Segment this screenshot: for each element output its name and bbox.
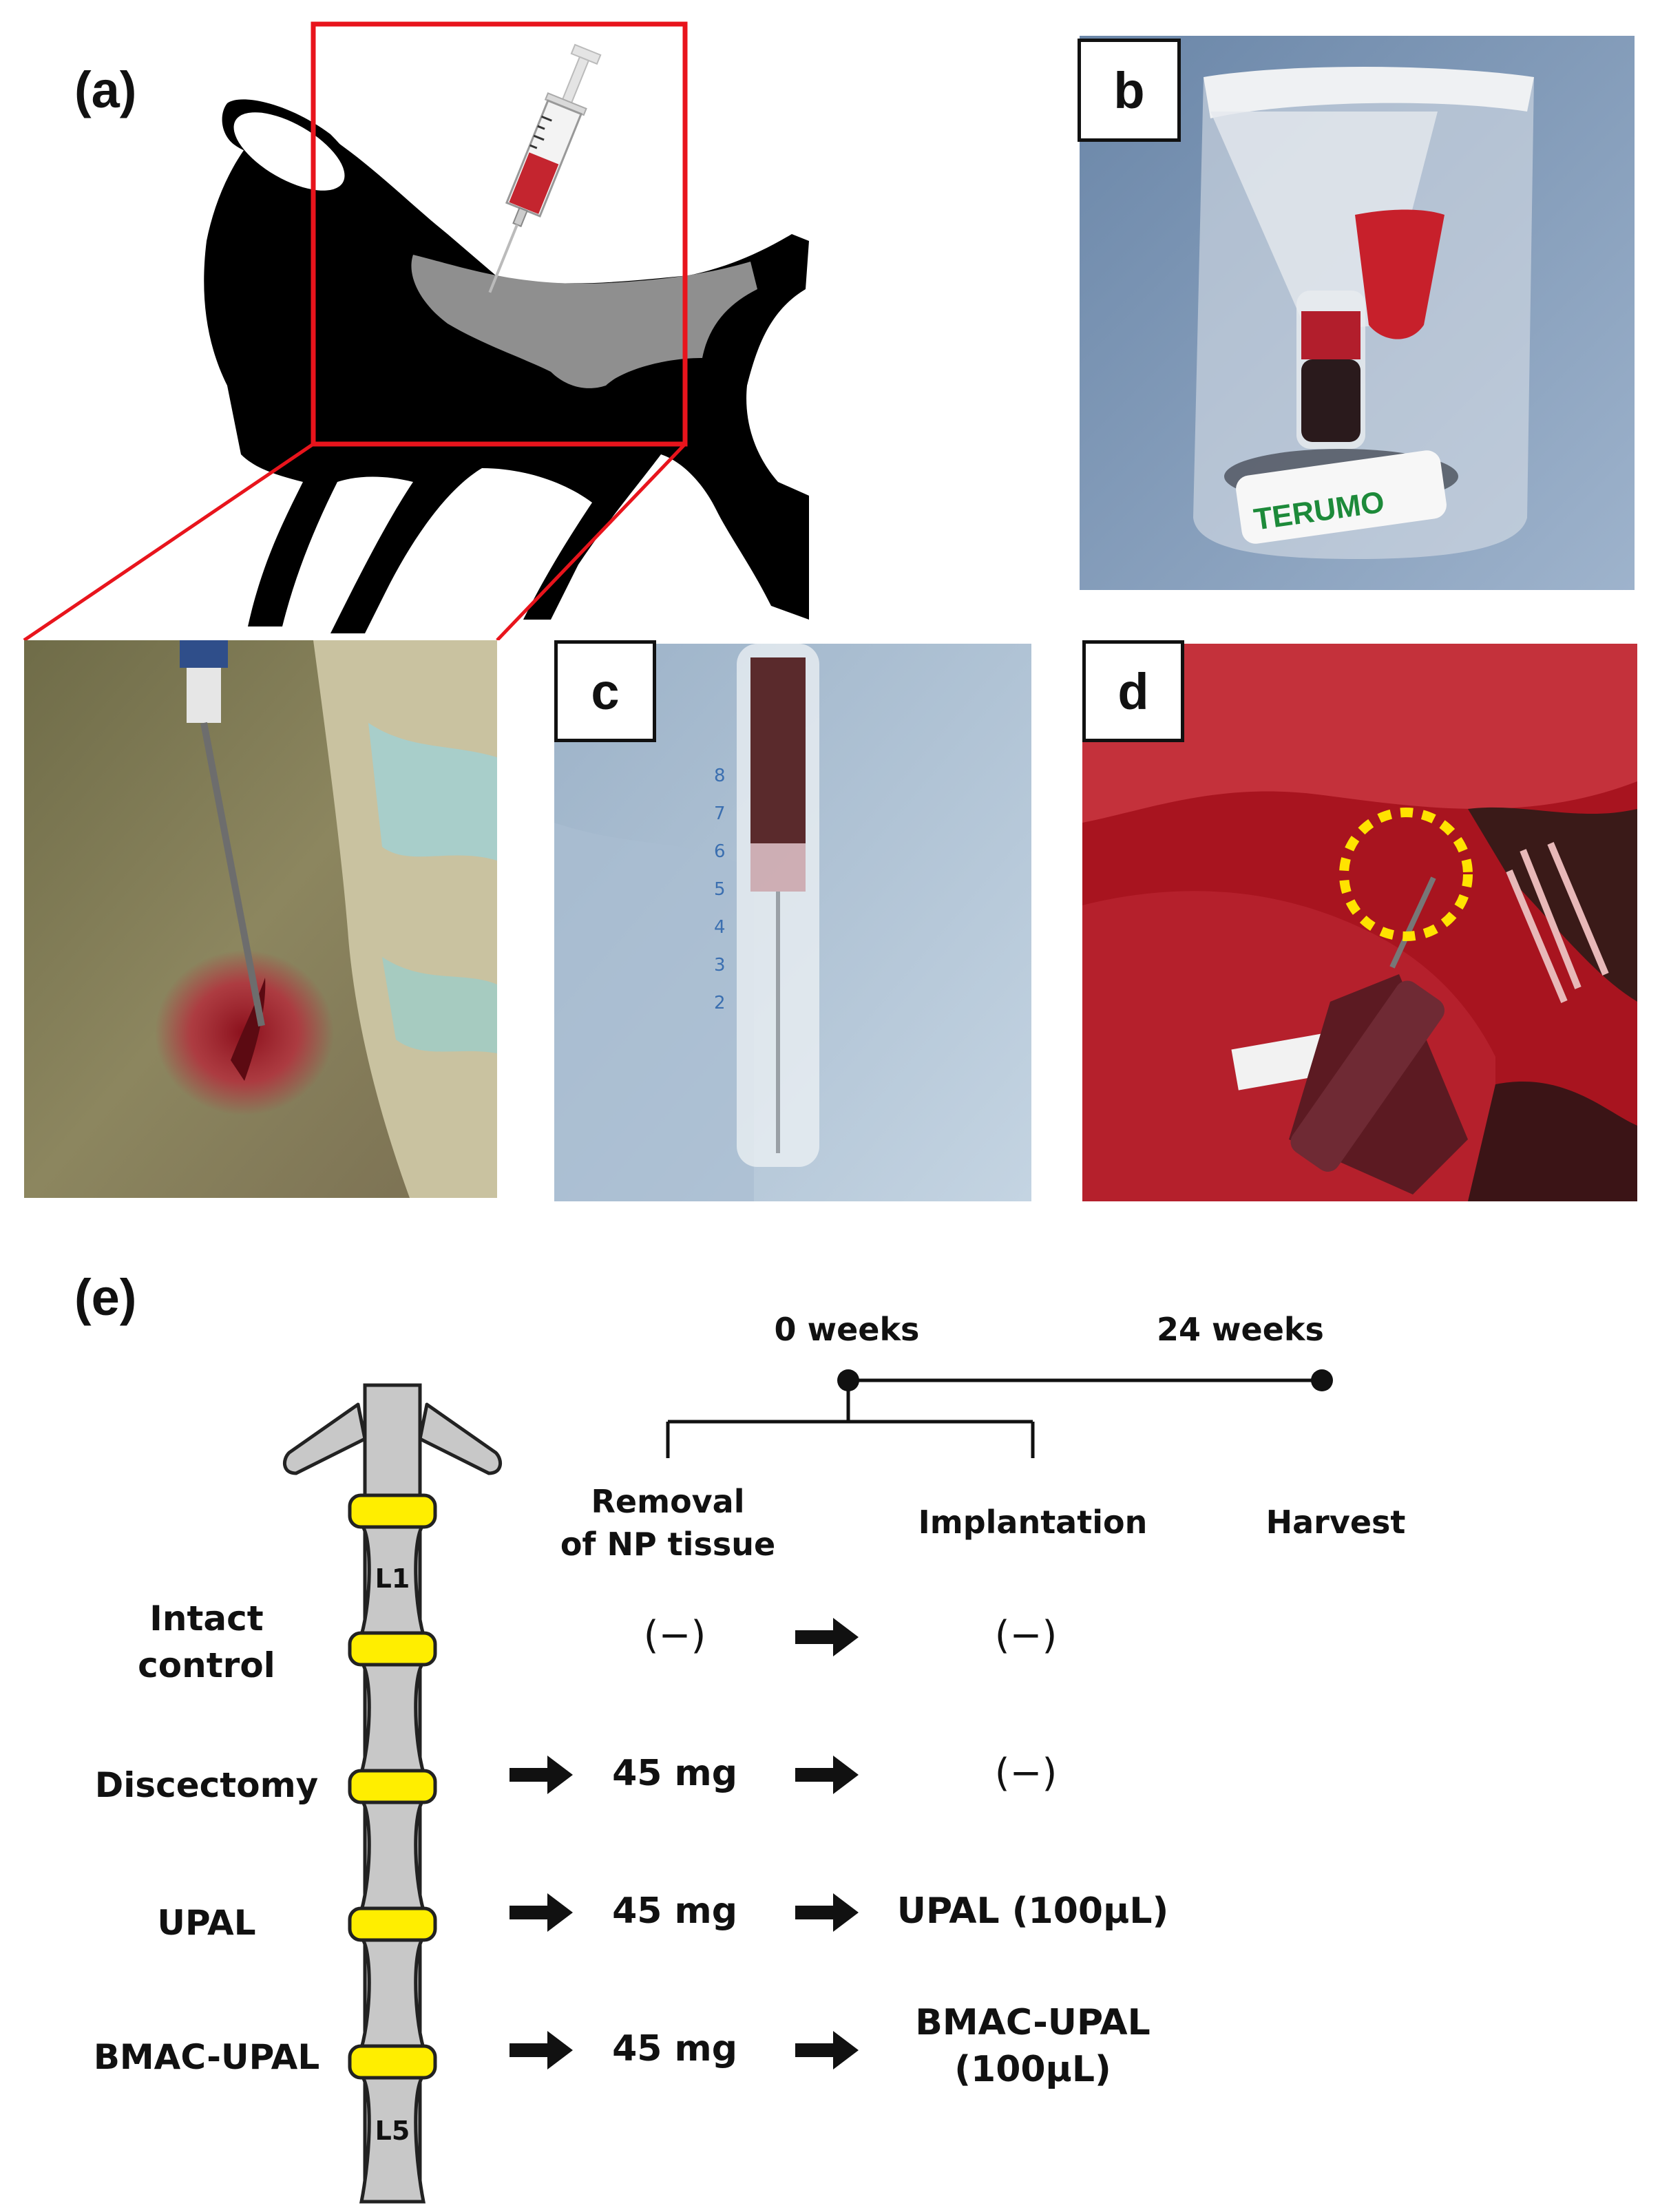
highlight-box [311,21,688,447]
spine-top-label: L1 [375,1563,410,1594]
disc-1 [348,1493,437,1529]
timeline-end-dot [1311,1369,1333,1391]
panel-a-photo [24,640,497,1198]
panel-c-label: c [554,640,656,742]
group-intact-removal: (−) [643,1613,706,1658]
disc-5 [348,2044,437,2080]
vertebra-l2 [357,1661,428,1775]
group-bmac-upal-label: BMAC-UPAL [93,2037,320,2077]
disc-3 [348,1769,437,1804]
panel-b-photo: TERUMO [1080,36,1635,590]
arrow-icon [795,1756,859,1794]
disc-2 [348,1631,437,1667]
svg-text:2: 2 [714,993,726,1013]
syringe-icon [488,43,602,293]
arrow-icon [795,1618,859,1656]
step-harvest-label: Harvest [1265,1504,1406,1541]
panel-d-photo [1082,644,1637,1201]
group-discectomy-label: Discectomy [94,1765,319,1805]
group-discectomy-removal: 45 mg [612,1753,737,1794]
step-implantation-label: Implantation [918,1504,1148,1541]
svg-text:7: 7 [714,803,726,824]
svg-text:4: 4 [714,917,726,938]
svg-text:8: 8 [714,766,726,786]
spine-diagram [282,1383,503,2204]
panel-e-label: (e) [74,1269,137,1326]
vertebra-l4 [357,1936,428,2050]
arrow-icon [509,2031,573,2069]
group-intact-control-label: Intact control [138,1599,275,1685]
group-upal-implant: UPAL (100μL) [896,1890,1169,1932]
group-upal-label: UPAL [157,1903,256,1943]
timeline-end-label: 24 weeks [1157,1311,1324,1348]
svg-text:3: 3 [714,955,726,976]
panel-c-photo: 8 7 6 5 4 3 2 [554,644,1031,1201]
panel-a-label: (a) [74,61,137,118]
injection-site-circle [1339,808,1473,941]
panel-b-label: b [1078,39,1181,142]
group-bmac-upal-implant: BMAC-UPAL (100μL) [915,2002,1151,2090]
panel-d-label: d [1082,640,1184,742]
group-intact-implant: (−) [994,1613,1058,1658]
panel-a-illustration [23,21,809,640]
group-discectomy-implant: (−) [994,1751,1058,1795]
arrow-icon [795,1893,859,1932]
disc-4 [348,1906,437,1942]
arrow-icon [795,2031,859,2069]
timeline [666,1369,1333,1458]
timeline-start-label: 0 weeks [774,1311,920,1348]
pelvis-grey-region [411,255,757,388]
arrow-icon [509,1893,573,1932]
group-upal-removal: 45 mg [612,1890,737,1932]
svg-text:5: 5 [714,879,726,900]
pelvis-silhouette [204,101,809,633]
vertebra-l3 [357,1798,428,1913]
arrow-icon [509,1756,573,1794]
group-bmac-upal-removal: 45 mg [612,2028,737,2069]
vertebra-l5 [357,2074,428,2204]
spine-bottom-label: L5 [375,2116,410,2146]
svg-text:6: 6 [714,841,726,862]
step-removal-label: Removal of NP tissue [560,1483,776,1563]
